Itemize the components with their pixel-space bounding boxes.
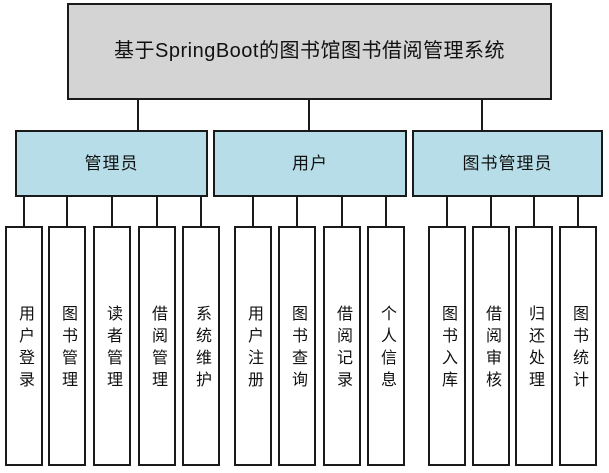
leaf-book-statistics-label: 图书统计 <box>570 305 587 393</box>
connector-root-user <box>308 100 310 130</box>
branch-node-admin: 管理员 <box>15 130 208 197</box>
leaf-node-system-maintenance: 系统维护 <box>182 226 220 466</box>
branch-user-label: 用户 <box>292 153 328 173</box>
connector-root-librarian <box>481 100 483 130</box>
leaf-node-user-register: 用户注册 <box>234 226 272 466</box>
leaf-node-return-processing: 归还处理 <box>515 226 553 466</box>
connector-leaf-borrow-review <box>490 197 492 226</box>
connector-leaf-system-maintenance <box>200 197 202 226</box>
leaf-node-reader-management: 读者管理 <box>93 226 131 466</box>
leaf-node-borrow-records: 借阅记录 <box>323 226 361 466</box>
connector-leaf-book-storage <box>446 197 448 226</box>
leaf-borrow-management-label: 借阅管理 <box>149 305 166 393</box>
leaf-node-book-management: 图书管理 <box>48 226 86 466</box>
leaf-user-login-label: 用户登录 <box>16 305 33 393</box>
leaf-personal-info-label: 个人信息 <box>378 305 395 393</box>
leaf-return-processing-label: 归还处理 <box>526 305 543 393</box>
root-node-system-title: 基于SpringBoot的图书馆图书借阅管理系统 <box>67 3 552 100</box>
branch-librarian-label: 图书管理员 <box>462 153 553 173</box>
system-title-label: 基于SpringBoot的图书馆图书借阅管理系统 <box>114 40 505 62</box>
leaf-borrow-records-label: 借阅记录 <box>334 305 351 393</box>
leaf-book-storage-label: 图书入库 <box>439 305 456 393</box>
leaf-book-management-label: 图书管理 <box>59 305 76 393</box>
branch-admin-label: 管理员 <box>84 153 139 173</box>
leaf-user-register-label: 用户注册 <box>245 305 262 393</box>
connector-leaf-return-processing <box>533 197 535 226</box>
leaf-node-borrow-management: 借阅管理 <box>138 226 176 466</box>
leaf-node-user-login: 用户登录 <box>5 226 43 466</box>
connector-leaf-book-management <box>66 197 68 226</box>
connector-leaf-borrow-records <box>341 197 343 226</box>
connector-leaf-borrow-management <box>156 197 158 226</box>
leaf-book-query-label: 图书查询 <box>289 305 306 393</box>
connector-root-admin <box>137 100 139 130</box>
connector-leaf-user-login <box>23 197 25 226</box>
leaf-node-book-statistics: 图书统计 <box>559 226 597 466</box>
leaf-node-book-storage: 图书入库 <box>428 226 466 466</box>
branch-node-user: 用户 <box>213 130 407 197</box>
branch-node-librarian: 图书管理员 <box>412 130 603 197</box>
connector-leaf-user-register <box>252 197 254 226</box>
leaf-node-book-query: 图书查询 <box>278 226 316 466</box>
connector-leaf-book-query <box>296 197 298 226</box>
leaf-node-personal-info: 个人信息 <box>367 226 405 466</box>
leaf-borrow-review-label: 借阅审核 <box>483 305 500 393</box>
leaf-system-maintenance-label: 系统维护 <box>193 305 210 393</box>
connector-leaf-book-statistics <box>577 197 579 226</box>
connector-leaf-personal-info <box>385 197 387 226</box>
leaf-reader-management-label: 读者管理 <box>104 305 121 393</box>
leaf-node-borrow-review: 借阅审核 <box>472 226 510 466</box>
connector-leaf-reader-management <box>111 197 113 226</box>
